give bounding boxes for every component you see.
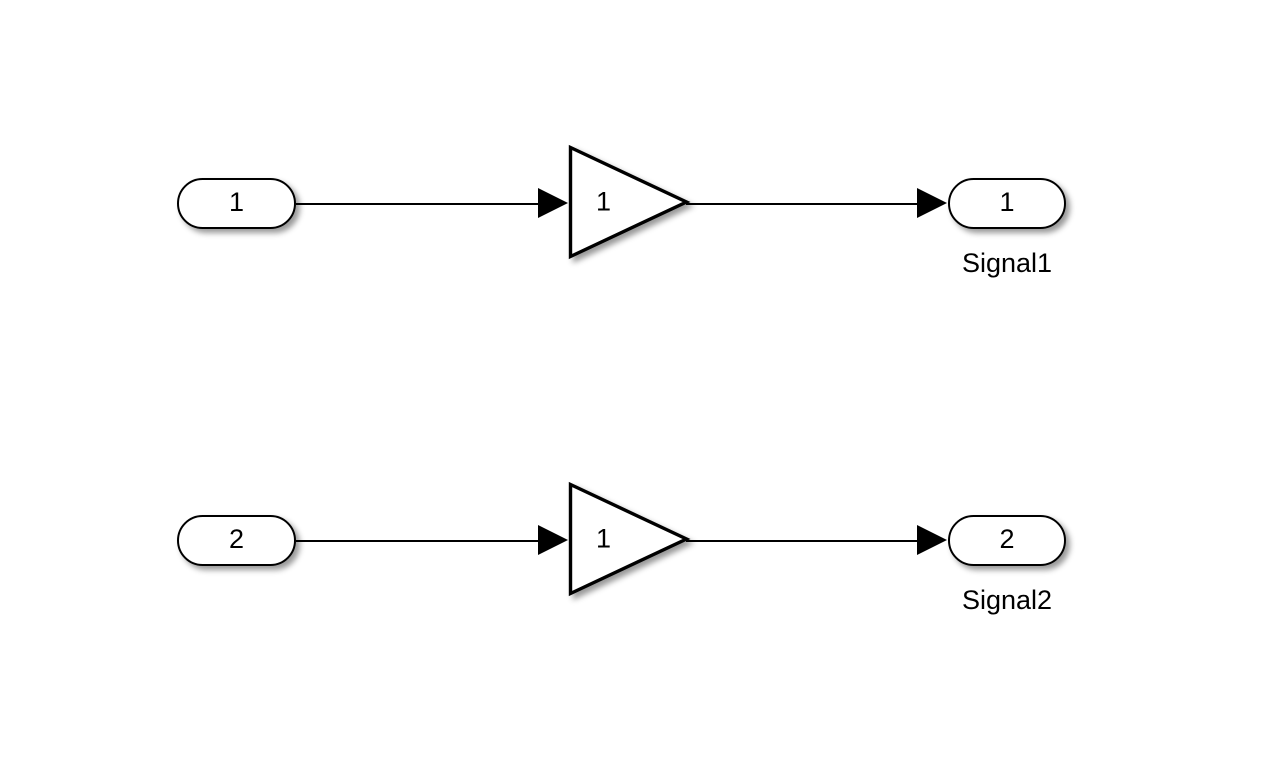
signal-line-gain1-to-out1[interactable] bbox=[686, 203, 919, 205]
outport-block-2[interactable]: 2 bbox=[948, 515, 1066, 566]
outport-label-2: Signal2 bbox=[961, 585, 1053, 615]
inport-number-2: 2 bbox=[228, 524, 245, 554]
outport-number-2: 2 bbox=[999, 524, 1015, 554]
signal-line-in1-to-gain1[interactable] bbox=[296, 203, 540, 205]
arrowhead-outport1-input bbox=[917, 188, 947, 218]
gain-value-1: 1 bbox=[596, 186, 612, 217]
arrowhead-gain2-input bbox=[538, 525, 568, 555]
inport-block-1[interactable]: 1 bbox=[177, 178, 296, 229]
signal-line-in2-to-gain2[interactable] bbox=[296, 540, 540, 542]
gain-block-1[interactable]: 1 bbox=[568, 144, 691, 260]
gain-block-2[interactable]: 1 bbox=[568, 481, 691, 597]
outport-number-1: 1 bbox=[999, 187, 1015, 217]
outport-label-1: Signal1 bbox=[961, 248, 1053, 278]
arrowhead-gain1-input bbox=[538, 188, 568, 218]
inport-block-2[interactable]: 2 bbox=[177, 515, 296, 566]
signal-line-gain2-to-out2[interactable] bbox=[686, 540, 919, 542]
outport-block-1[interactable]: 1 bbox=[948, 178, 1066, 229]
inport-number-1: 1 bbox=[228, 187, 245, 217]
gain-value-2: 1 bbox=[596, 523, 612, 554]
arrowhead-outport2-input bbox=[917, 525, 947, 555]
